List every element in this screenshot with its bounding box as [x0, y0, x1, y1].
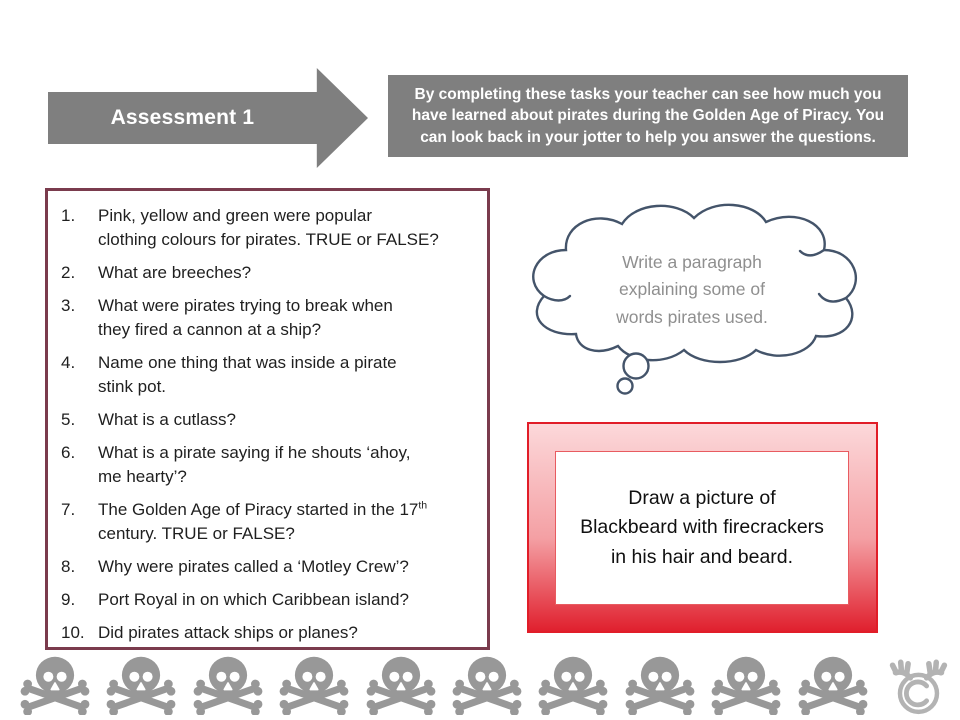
arrow-label: Assessment 1 [110, 106, 255, 129]
draw-task-inner: Draw a picture of Blackbeard with firecr… [555, 451, 849, 605]
instructions-text: By completing these tasks your teacher c… [411, 85, 885, 146]
question-item: 8. Why were pirates called a ‘Motley Cre… [61, 555, 481, 579]
question-number: 6. [61, 443, 76, 462]
question-text: What are breeches? [98, 263, 252, 282]
question-item: 2. What are breeches? [61, 261, 481, 285]
superscript-th: th [418, 499, 428, 512]
question-item: 9. Port Royal in on which Caribbean isla… [61, 588, 481, 612]
skull-and-crossbones-icon [707, 654, 785, 715]
question-number: 4. [61, 353, 76, 372]
question-text: What is a cutlass? [98, 410, 236, 429]
skull-and-crossbones-icon [621, 654, 699, 715]
question-text: What were pirates trying to break when t… [98, 296, 393, 339]
question-text: Port Royal in on which Caribbean island? [98, 590, 409, 609]
question-item: 7. The Golden Age of Piracy started in t… [61, 498, 481, 546]
instructions-box: By completing these tasks your teacher c… [388, 75, 908, 157]
skull-and-crossbones-icon [362, 654, 440, 715]
skull-and-crossbones-icon [102, 654, 180, 715]
assessment-arrow: Assessment 1 [48, 68, 368, 168]
question-item: 5. What is a cutlass? [61, 408, 481, 432]
skull-and-crossbones-icon [448, 654, 526, 715]
question-number: 1. [61, 206, 76, 225]
question-item: 4. Name one thing that was inside a pira… [61, 351, 481, 399]
cloud-icon [532, 203, 857, 395]
question-number: 10. [61, 623, 85, 642]
question-number: 5. [61, 410, 76, 429]
skull-and-crossbones-icon [16, 654, 94, 715]
question-text: Name one thing that was inside a pirate … [98, 353, 397, 396]
skull-and-crossbones-icon [275, 654, 353, 715]
draw-task-text: Draw a picture of Blackbeard with firecr… [580, 487, 824, 568]
copyright-moose-icon [880, 651, 954, 718]
questions-panel: 1. Pink, yellow and green were popular c… [45, 188, 490, 650]
skull-and-crossbones-icon [794, 654, 872, 715]
skull-and-crossbones-icon [189, 654, 267, 715]
question-text: What is a pirate saying if he shouts ‘ah… [98, 443, 411, 486]
question-item: 1. Pink, yellow and green were popular c… [61, 204, 481, 252]
thought-bubble: Write a paragraph explaining some of wor… [516, 200, 868, 406]
question-text: Pink, yellow and green were popular clot… [98, 206, 439, 249]
skull-and-crossbones-icon [534, 654, 612, 715]
draw-task-box: Draw a picture of Blackbeard with firecr… [527, 422, 878, 633]
question-number: 3. [61, 296, 76, 315]
question-text: Did pirates attack ships or planes? [98, 623, 358, 642]
question-number: 8. [61, 557, 76, 576]
question-item: 3. What were pirates trying to break whe… [61, 294, 481, 342]
skull-row [16, 650, 954, 718]
question-item: 10. Did pirates attack ships or planes? [61, 621, 481, 645]
question-item: 6. What is a pirate saying if he shouts … [61, 441, 481, 489]
question-text: The Golden Age of Piracy started in the … [98, 499, 428, 543]
question-text: Why were pirates called a ‘Motley Crew’? [98, 557, 409, 576]
question-number: 2. [61, 263, 76, 282]
question-number: 9. [61, 590, 76, 609]
thought-bubble-text: Write a paragraph explaining some of wor… [616, 252, 768, 327]
question-number: 7. [61, 500, 76, 519]
